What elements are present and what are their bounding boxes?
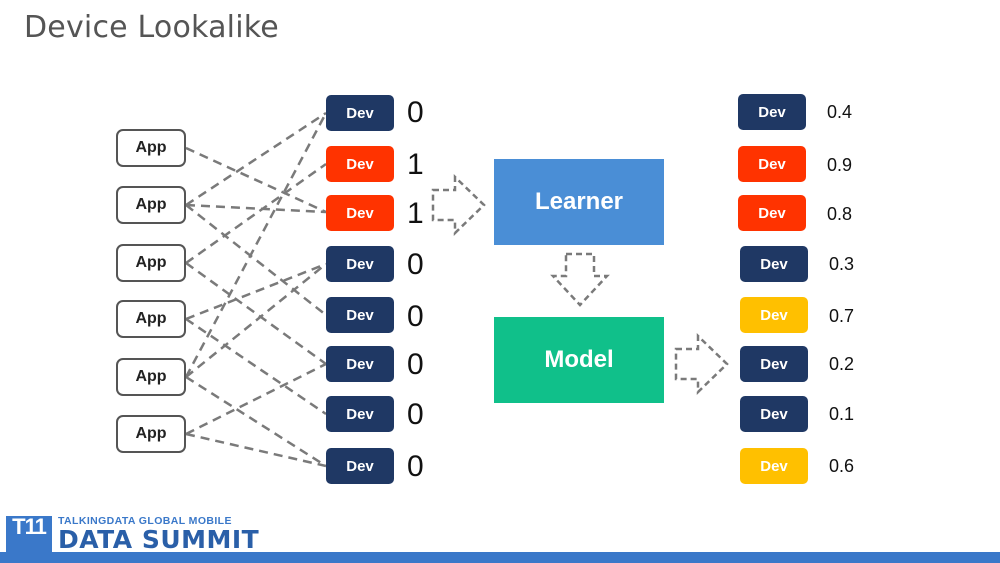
prediction-score: 0.7 bbox=[829, 306, 855, 326]
logo-mark: T11 bbox=[6, 516, 52, 554]
edge-app3-dev2 bbox=[185, 162, 327, 265]
device-node: Dev bbox=[326, 146, 394, 182]
prediction-device-node: Dev bbox=[738, 146, 806, 182]
device-label: 0 bbox=[407, 398, 424, 431]
edge-app4-dev4 bbox=[185, 262, 327, 321]
edge-app5-dev4 bbox=[185, 263, 327, 378]
logo-line2: DATA SUMMIT bbox=[58, 525, 260, 554]
arrow-to-learner-icon bbox=[431, 174, 486, 236]
logo-line1: TALKINGDATA GLOBAL MOBILE bbox=[58, 515, 232, 527]
arrow-down-icon bbox=[550, 252, 610, 307]
edge-app1-dev2 bbox=[185, 146, 327, 214]
device-node: Dev bbox=[326, 297, 394, 333]
app-node: App bbox=[116, 244, 186, 282]
device-node: Dev bbox=[326, 195, 394, 231]
device-node: Dev bbox=[326, 448, 394, 484]
edge-app5-dev1 bbox=[184, 112, 328, 378]
edge-app6-dev6 bbox=[185, 362, 327, 436]
prediction-device-node: Dev bbox=[740, 246, 808, 282]
device-label: 1 bbox=[407, 148, 424, 181]
prediction-device-node: Dev bbox=[740, 346, 808, 382]
device-label: 0 bbox=[407, 348, 424, 381]
slide-title: Device Lookalike bbox=[24, 10, 279, 45]
prediction-score: 0.4 bbox=[827, 102, 853, 122]
prediction-score: 0.3 bbox=[829, 254, 855, 274]
prediction-device-node: Dev bbox=[740, 297, 808, 333]
prediction-score: 0.6 bbox=[829, 456, 855, 476]
edge-app2-dev1 bbox=[185, 111, 327, 207]
app-node: App bbox=[116, 186, 186, 224]
device-node: Dev bbox=[326, 246, 394, 282]
app-node: App bbox=[116, 300, 186, 338]
prediction-score: 0.2 bbox=[829, 354, 855, 374]
prediction-device-node: Dev bbox=[738, 94, 806, 130]
device-label: 0 bbox=[407, 450, 424, 483]
edge-app3-dev6 bbox=[185, 261, 327, 366]
device-node: Dev bbox=[326, 346, 394, 382]
edge-app2-dev5 bbox=[185, 204, 327, 316]
prediction-device-node: Dev bbox=[738, 195, 806, 231]
device-node: Dev bbox=[326, 396, 394, 432]
prediction-score: 0.9 bbox=[827, 155, 853, 175]
footer-bar bbox=[0, 552, 1000, 563]
edge-app5-dev8 bbox=[185, 375, 327, 468]
device-label: 0 bbox=[407, 300, 424, 333]
app-node: App bbox=[116, 358, 186, 396]
edge-app6-dev8 bbox=[185, 432, 327, 468]
device-node: Dev bbox=[326, 95, 394, 131]
device-label: 0 bbox=[407, 96, 424, 129]
app-node: App bbox=[116, 129, 186, 167]
device-label: 0 bbox=[407, 248, 424, 281]
model-box: Model bbox=[494, 317, 664, 403]
learner-box: Learner bbox=[494, 159, 664, 245]
prediction-device-node: Dev bbox=[740, 448, 808, 484]
device-label: 1 bbox=[407, 197, 424, 230]
prediction-score: 0.1 bbox=[829, 404, 855, 424]
prediction-device-node: Dev bbox=[740, 396, 808, 432]
app-node: App bbox=[116, 415, 186, 453]
arrow-to-predictions-icon bbox=[674, 333, 729, 395]
edge-app2-dev3 bbox=[185, 203, 327, 214]
edge-app4-dev7 bbox=[185, 317, 327, 416]
prediction-score: 0.8 bbox=[827, 204, 853, 224]
